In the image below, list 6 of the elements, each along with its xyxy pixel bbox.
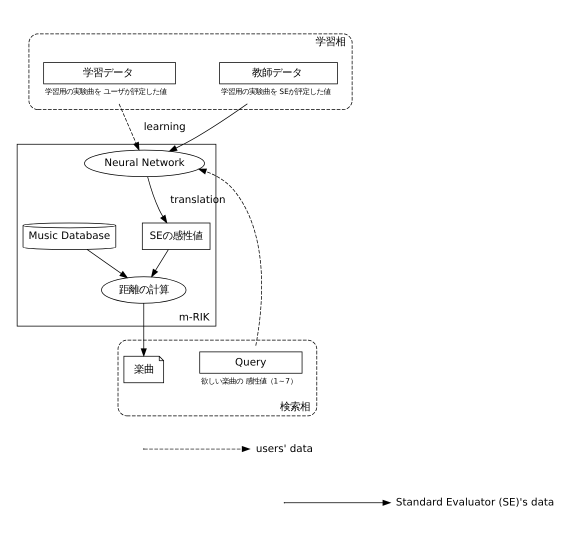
legend-label: users' data bbox=[256, 442, 313, 455]
node-label: 欲しい楽曲の 感性値（1～7） bbox=[201, 376, 297, 386]
legend-label: Standard Evaluator (SE)'s data bbox=[396, 496, 554, 509]
edge-label: learning bbox=[144, 121, 186, 134]
node-label: 学習用の実験曲を SEが評定した値 bbox=[221, 87, 331, 96]
node-label: 学習用の実験曲を ユーザが評定した値 bbox=[45, 87, 166, 96]
